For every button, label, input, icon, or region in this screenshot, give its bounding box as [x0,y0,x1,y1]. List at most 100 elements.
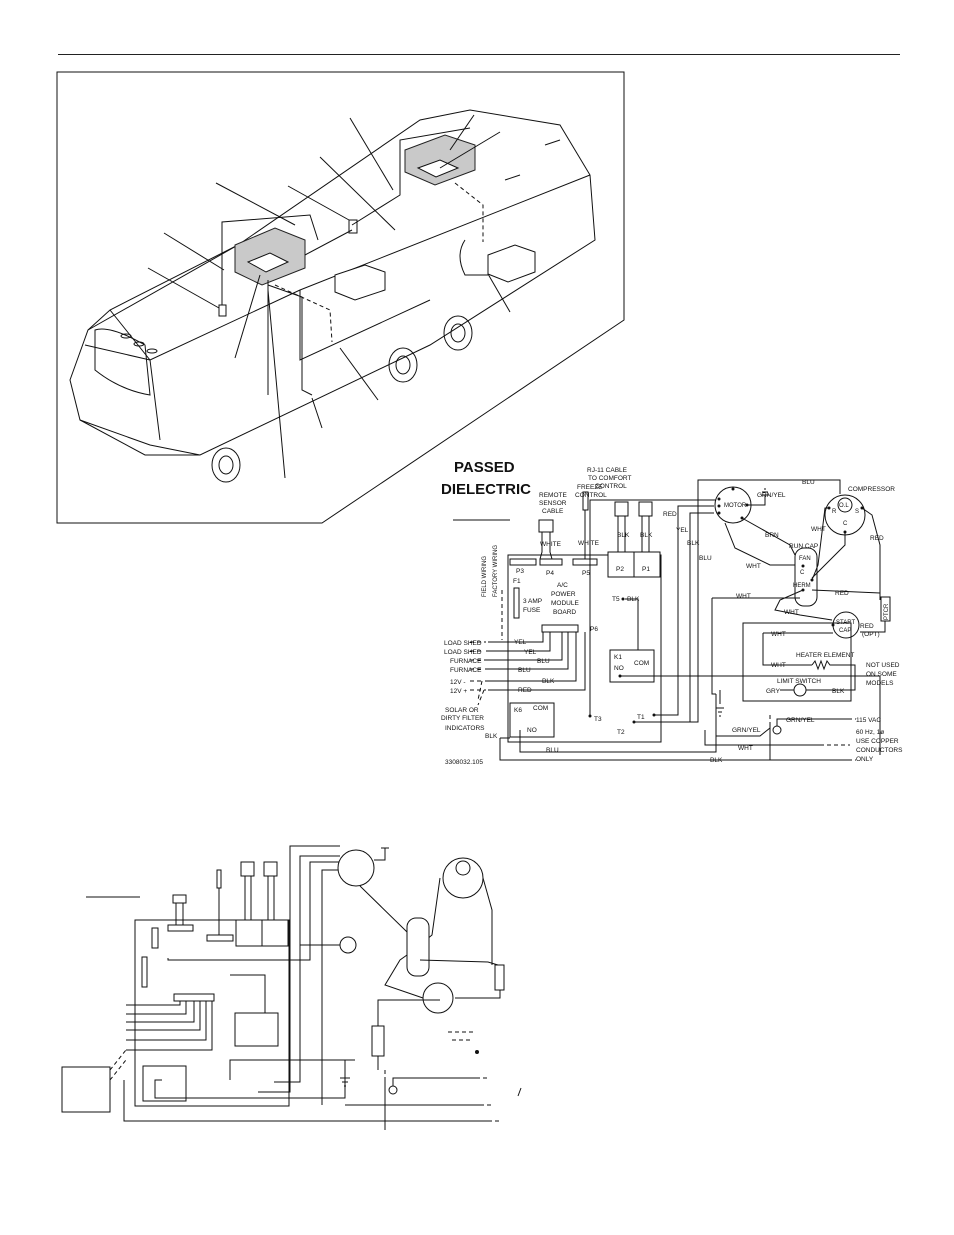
wire-label: START [836,620,855,626]
wire-label: BLU [537,658,550,665]
wire-label: T1 [637,714,645,721]
wire-label: WHITE [540,541,562,548]
wire-label: USE COPPER [856,738,899,745]
wire-label: BLU [546,747,559,754]
wire-label: F1 [513,578,521,585]
part-number: 3308032.105 [445,759,483,766]
wire-label: R [832,509,837,515]
wire-label: NO [527,727,537,734]
wire-label: C [843,521,848,527]
wire-label: K6 [514,707,522,714]
wire-label: BLK [617,532,630,539]
wire-label: RED [835,590,849,597]
wire-label: FACTORY WIRING [493,545,499,597]
wire-label: NOT USED [866,662,900,669]
wire-label: DIRTY FILTER [441,715,484,722]
wire-label: LOAD SHED [444,640,482,647]
wiring-diagram-bottom [61,845,522,1130]
wire-label: P4 [546,570,554,577]
wire-label: NO [614,665,624,672]
wire-label: P2 [616,566,624,573]
wire-label: GRN/YEL [786,717,815,724]
wire-label: FIELD WIRING [482,556,488,597]
passed-stamp-line1: PASSED [454,459,515,476]
wire-label: 60 Hz, 1ø [856,729,884,736]
wire-label: COM [634,660,649,667]
passed-stamp-line2: DIELECTRIC [441,481,531,498]
wire-label: BLK [485,733,498,740]
wire-label: BLU [802,479,815,486]
wire-label: ONLY [856,756,874,763]
wire-label: A/C [557,582,568,589]
wire-label: SENSOR [539,500,567,507]
wire-label: ON SOME [866,671,897,678]
wire-label: CABLE [542,508,564,515]
wire-label: FAN [799,556,811,562]
wire-label: REMOTE [539,492,567,499]
wire-label: SOLAR OR [445,707,479,714]
wire-label: 12V - [450,679,466,686]
header-rule [58,54,900,55]
wire-label: WHT [736,593,751,600]
wire-label: CAP [839,628,851,634]
wire-label: P5 [582,570,590,577]
wire-label: RUN CAP [789,543,818,550]
wire-label: T2 [617,729,625,736]
wire-label: GRN/YEL [732,727,761,734]
wire-label: COM [533,705,548,712]
wiring-diagram-top: PASSED DIELECTRIC [441,459,903,766]
wire-label: RED [663,511,677,518]
wire-label: HEATER ELEMENT [796,652,854,659]
wire-label: BLK [687,540,700,547]
wire-label: BLK [832,688,845,695]
wire-label: RED [860,623,874,630]
wire-label: YEL [676,527,689,534]
wire-label: PTCR [884,603,890,620]
wire-label: WHT [811,526,826,533]
wire-label: BLK [627,596,640,603]
wire-label: RJ-11 CABLE [587,467,628,474]
wire-label: FURNACE [450,658,482,665]
wire-label: WHT [784,609,799,616]
wire-label: BLK [640,532,653,539]
wire-label: CONDUCTORS [856,747,903,754]
wire-label: MODULE [551,600,579,607]
wire-label: LOAD SHED [444,649,482,656]
wire-label: YEL [524,649,537,656]
wire-label: BRN [765,532,779,539]
wire-label: P6 [590,626,598,633]
wire-label: INDICATORS [445,725,485,732]
rv-illustration [56,71,625,524]
wire-label: HERM [793,583,811,589]
wire-label: MODELS [866,680,894,687]
wire-label: FREEZE [577,484,603,491]
wire-label: YEL [514,639,527,646]
wire-label: C [800,570,805,576]
wire-label: P3 [516,568,524,575]
wire-label: COMPRESSOR [848,486,895,493]
wire-label: O.L [839,503,849,509]
wire-label: GRY [766,688,781,695]
wire-label: RED [870,535,884,542]
wire-label: FUSE [523,607,541,614]
wire-label: BLU [518,667,531,674]
wire-label: MOTOR [724,503,747,509]
wire-label: CONTROL [575,492,607,499]
wire-label: S [855,509,859,515]
wire-label: P1 [642,566,650,573]
wire-label: GRN/YEL [757,492,786,499]
wire-label: WHT [771,662,786,669]
wire-label: (OPT) [862,631,880,638]
wire-label: WHITE [578,540,600,547]
wire-label: FURNACE [450,667,482,674]
wire-label: 12V + [450,688,467,695]
wire-label: 115 VAC [856,717,881,724]
wire-label: POWER [551,591,576,598]
wire-label: WHT [771,631,786,638]
wire-label: T3 [594,716,602,723]
wire-label: BLU [699,555,712,562]
wire-label: RED [518,687,532,694]
wire-label: WHT [746,563,761,570]
wire-label: TO COMFORT [588,475,631,482]
